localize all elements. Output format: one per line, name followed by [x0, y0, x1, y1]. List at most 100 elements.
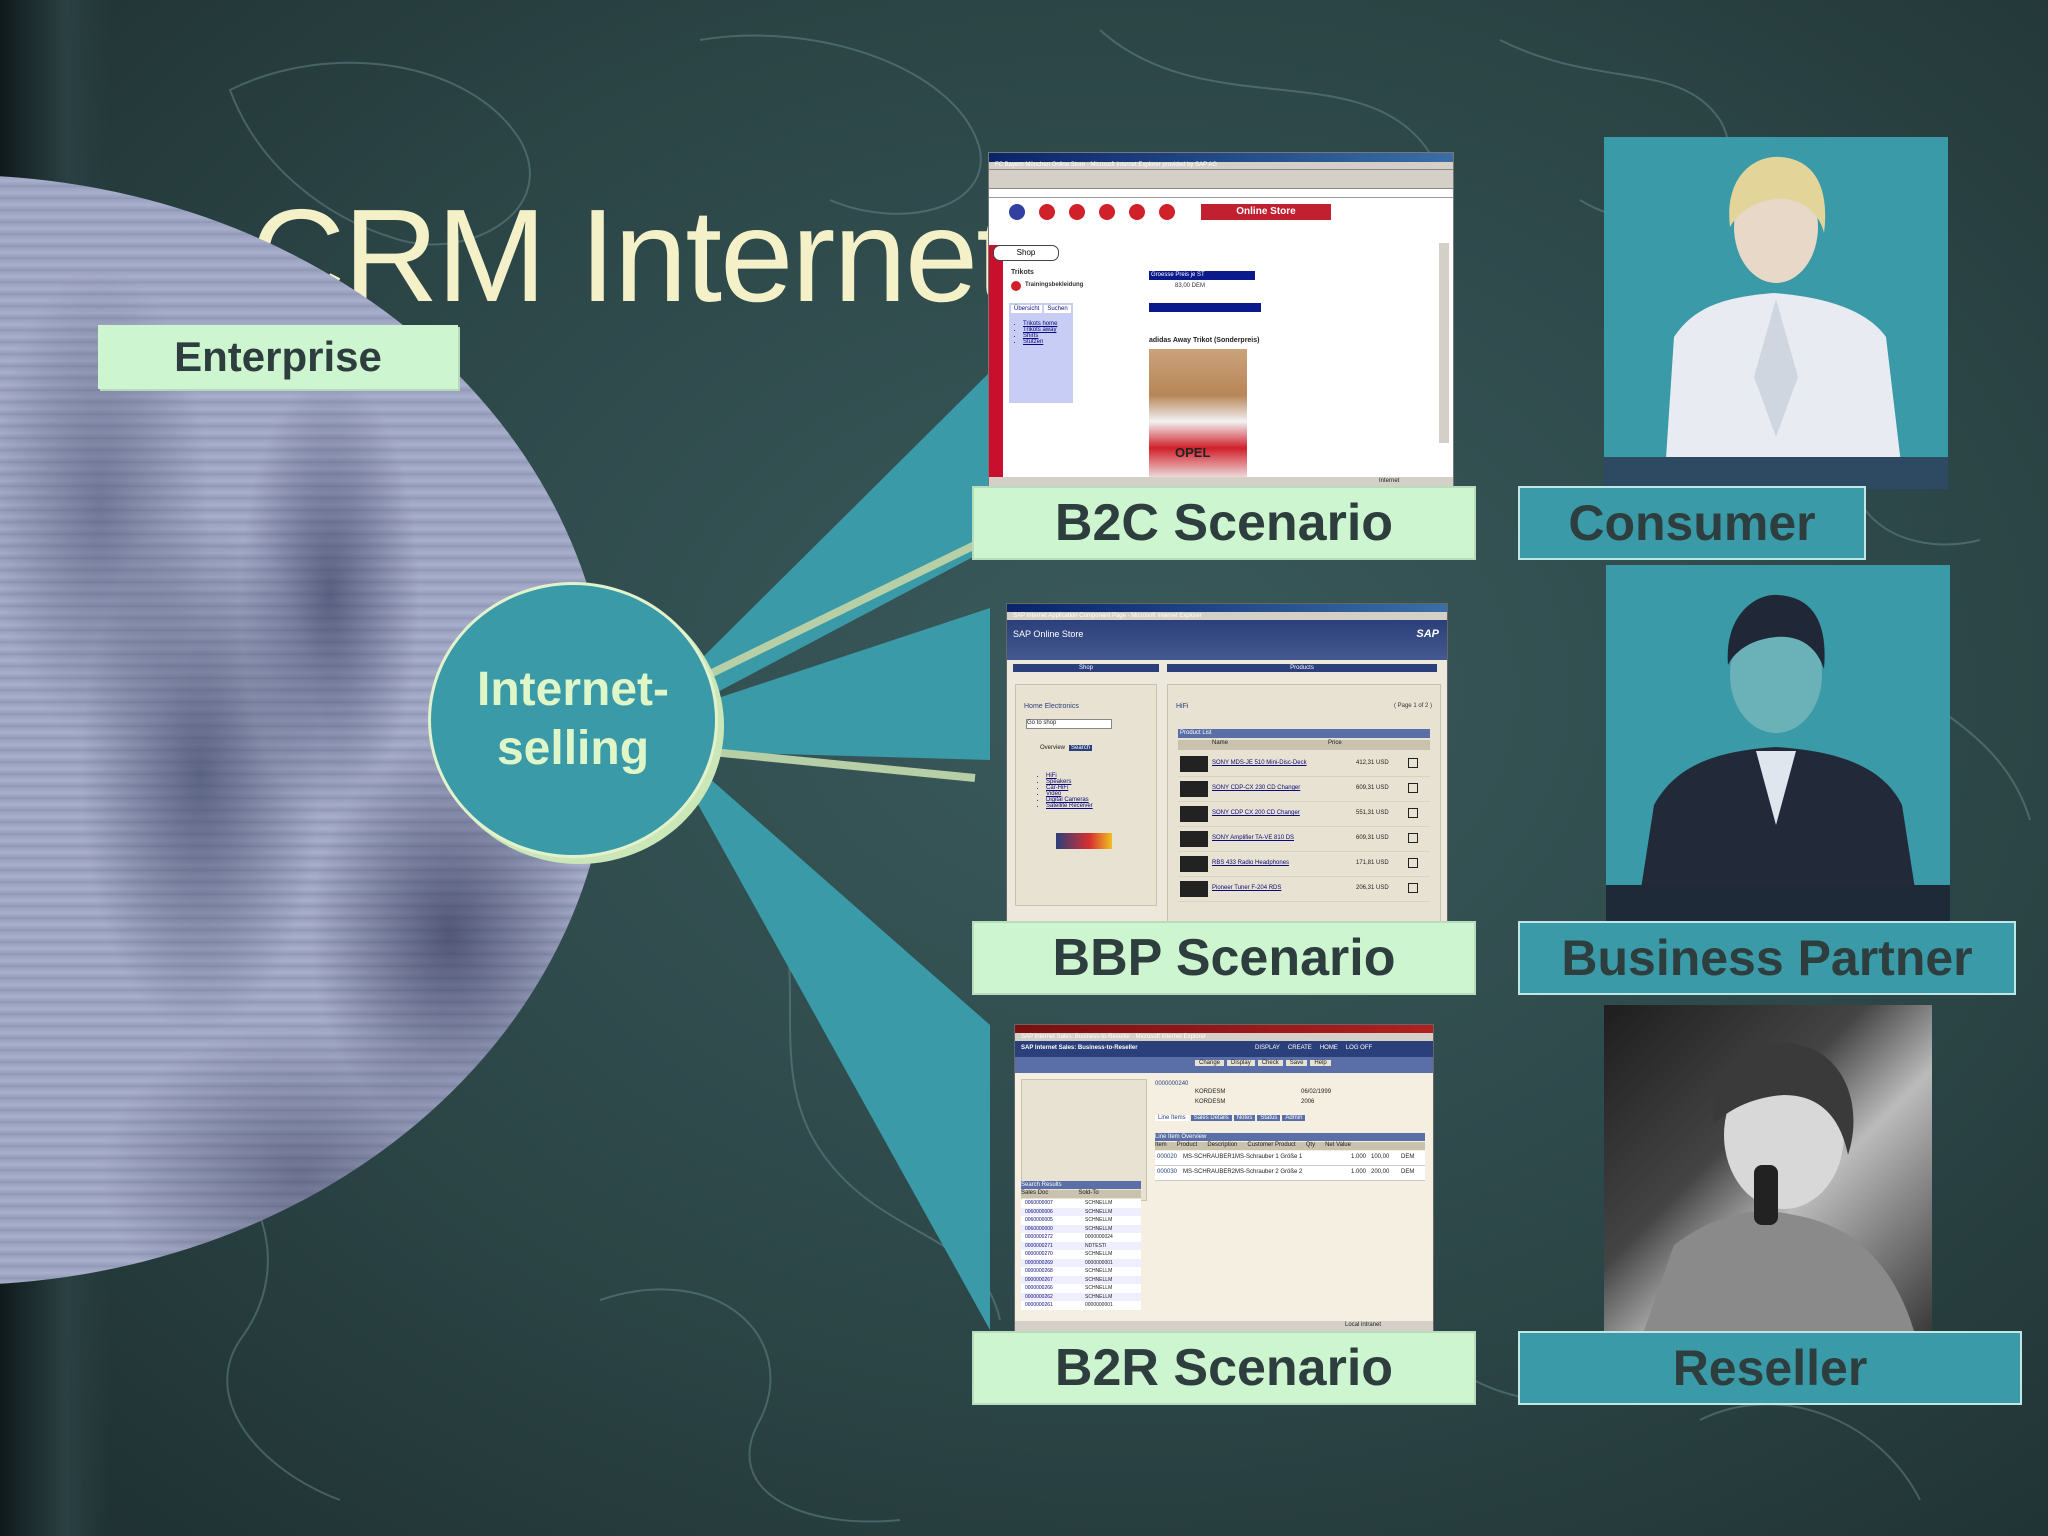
b2c-window-title: FC Bayern München Online Store - Microso… — [995, 162, 1217, 168]
b2c-subcategory[interactable]: Trainingsbekleidung — [1025, 282, 1084, 288]
cart-icon[interactable] — [1408, 758, 1418, 768]
b2r-nav-item[interactable]: CREATE — [1287, 1045, 1312, 1051]
b2c-link[interactable]: Trikots home — [1023, 321, 1073, 327]
b2c-link[interactable]: Stutzen — [1023, 339, 1073, 345]
b2r-button[interactable]: Help — [1310, 1060, 1331, 1066]
bbp-category-link[interactable]: Digital Cameras — [1046, 797, 1093, 803]
b2r-sales-doc[interactable]: 0060000005 — [1025, 1217, 1053, 1223]
b2r-sales-doc[interactable]: 0000000261 — [1025, 1302, 1053, 1308]
bbp-product-name[interactable]: RBS 433 Radio Headphones — [1212, 860, 1290, 866]
b2r-button[interactable]: Check — [1257, 1060, 1283, 1066]
bbp-product-price: 206,31 USD — [1356, 885, 1389, 891]
bbp-tab-products[interactable]: Products — [1167, 664, 1437, 672]
b2r-nav-item[interactable]: LOG OFF — [1345, 1045, 1373, 1051]
bbp-category-link[interactable]: HiFi — [1046, 773, 1093, 779]
b2r-sales-doc[interactable]: 0060000000 — [1025, 1225, 1053, 1232]
bbp-product-name[interactable]: SONY CDP CX 200 CD Changer — [1212, 810, 1300, 816]
b2c-tab-search[interactable]: Suchen — [1044, 305, 1071, 313]
hub-label-line1: Internet- — [477, 663, 669, 717]
b2r-button[interactable]: Change — [1195, 1060, 1225, 1066]
b2r-sales-doc[interactable]: 0000000268 — [1025, 1268, 1053, 1274]
b2c-link[interactable]: Trikots away — [1023, 327, 1073, 333]
b2r-sales-doc[interactable]: 0060000006 — [1025, 1208, 1053, 1215]
cart-icon[interactable] — [1408, 883, 1418, 893]
b2r-sales-doc[interactable]: 0000000271 — [1025, 1242, 1053, 1249]
bbp-product-name[interactable]: SONY CDP-CX 230 CD Changer — [1212, 785, 1301, 791]
bbp-category-link[interactable]: Satellite Receiver — [1046, 803, 1093, 809]
bbp-tab-shop[interactable]: Shop — [1013, 664, 1159, 672]
bbp-product-name[interactable]: SONY Amplifier TA-VE 810 DS — [1212, 835, 1295, 841]
b2r-button[interactable]: Display — [1227, 1060, 1255, 1066]
b2r-nav-item[interactable]: DISPLAY — [1255, 1045, 1280, 1051]
b2r-cell-cur: DEM — [1401, 1169, 1415, 1175]
b2r-sales-doc[interactable]: 0000000266 — [1025, 1285, 1053, 1291]
b2r-item-tab[interactable]: Notes — [1233, 1115, 1256, 1121]
b2r-item-tab[interactable]: Admin — [1282, 1115, 1306, 1121]
b2r-sales-doc[interactable]: 0000000269 — [1025, 1259, 1053, 1266]
bbp-product-name[interactable]: Pioneer Tuner F-204 RDS — [1212, 885, 1282, 891]
b2r-item-tab[interactable]: Status — [1257, 1115, 1281, 1121]
b2r-cell-item[interactable]: 000020 — [1157, 1154, 1178, 1160]
b2r-col: Qty — [1305, 1142, 1316, 1148]
bbp-product-name[interactable]: SONY MDS-JE 510 Mini-Disc-Deck — [1212, 760, 1307, 766]
b2r-item-tab[interactable]: Line Items — [1155, 1115, 1189, 1121]
bbp-page-indicator: ( Page 1 of 2 ) — [1393, 703, 1432, 709]
b2r-cell-qty: 1.000 — [1351, 1169, 1367, 1175]
b2c-tab-overview[interactable]: Übersicht — [1011, 305, 1043, 313]
b2c-link[interactable]: Shirts — [1023, 333, 1073, 339]
b2r-sold-to: NDTESTI — [1085, 1242, 1107, 1249]
b2r-sales-doc[interactable]: 0000000270 — [1025, 1251, 1053, 1257]
bbp-category-link[interactable]: Video — [1046, 791, 1093, 797]
bbp-category-link[interactable]: Speakers — [1046, 779, 1093, 785]
b2r-sales-doc[interactable]: 0000000267 — [1025, 1276, 1053, 1283]
b2r-sales-doc[interactable]: 0000000272 — [1025, 1234, 1053, 1240]
cart-icon[interactable] — [1408, 808, 1418, 818]
b2r-search-row[interactable]: 0000000271 NDTESTI — [1021, 1241, 1141, 1250]
cart-icon[interactable] — [1408, 833, 1418, 843]
b2r-sales-doc[interactable]: 0000000262 — [1025, 1293, 1053, 1300]
internet-selling-hub: Internet- selling — [428, 582, 718, 858]
product-thumbnail — [1180, 781, 1208, 797]
product-thumbnail — [1180, 856, 1208, 872]
bbp-scenario-label: BBP Scenario — [972, 921, 1476, 995]
bbp-category-link[interactable]: Car-HiFi — [1046, 785, 1093, 791]
bbp-shop-select[interactable]: Go to shop — [1026, 719, 1112, 729]
b2r-delivery-request: 06/02/1999 — [1301, 1089, 1332, 1095]
b2r-button[interactable]: Save — [1285, 1060, 1308, 1066]
bbp-product-row[interactable]: Pioneer Tuner F-204 RDS 206,31 USD — [1178, 877, 1430, 902]
cart-icon[interactable] — [1408, 858, 1418, 868]
reseller-label: Reseller — [1518, 1331, 2022, 1405]
bbp-tab-search[interactable]: Search — [1069, 745, 1093, 751]
b2r-cell-item[interactable]: 000030 — [1157, 1169, 1178, 1175]
b2r-partner: KORDESM — [1195, 1099, 1226, 1105]
bbp-tab-overview[interactable]: Overview — [1040, 745, 1066, 751]
b2c-price-label: Groesse Preis je ST — [1149, 271, 1255, 280]
cart-icon[interactable] — [1408, 783, 1418, 793]
b2c-shop-tab[interactable]: Shop — [993, 245, 1059, 261]
bbp-screenshot: SAP Internet Application Component Page … — [1006, 603, 1448, 923]
b2r-item-tab[interactable]: Sales Details — [1190, 1115, 1232, 1121]
b2r-sales-doc[interactable]: 0060000007 — [1025, 1200, 1053, 1206]
b2r-nav-item[interactable]: HOME — [1319, 1045, 1338, 1051]
b2c-statusbar: Internet — [989, 477, 1453, 487]
